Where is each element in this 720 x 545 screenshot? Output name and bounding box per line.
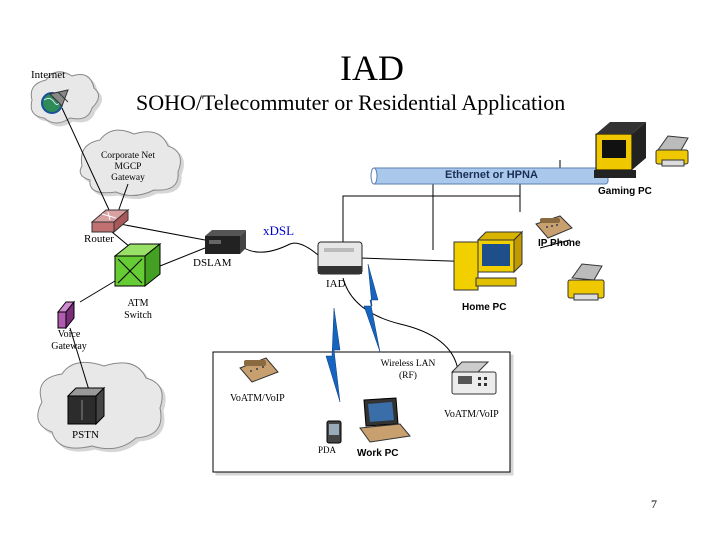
slide-subtitle: SOHO/Telecommuter or Residential Applica… [136,90,566,115]
page-number: 7 [651,497,657,511]
corporate-net-line: Corporate Net [100,151,156,161]
pstn-label: PSTN [72,429,99,441]
corporate-net-label: Corporate Net MGCP Gateway [90,151,166,184]
internet-label: Internet [31,69,66,81]
corporate-net-line: MGCP [114,162,142,172]
wireless-lan-line: Wireless LAN [380,359,436,369]
printer-icon [567,263,605,301]
lightning-icon [325,307,341,403]
corporate-net-line: Gateway [111,173,145,183]
corporate-net-cloud [79,129,181,196]
atm-switch-line: Switch [124,310,152,321]
phone-icon [239,357,279,383]
globe-icon [41,89,69,114]
dslam-icon [205,230,246,254]
router-label: Router [84,233,114,245]
voice-gateway-line: Voice [57,329,81,340]
lightning-icon [363,263,381,353]
dslam-label: DSLAM [193,257,232,269]
ethernet-bus-label: Ethernet or HPNA [445,169,538,181]
atm-switch-label: ATM Switch [118,298,158,322]
ip-phone-label: IP Phone [538,238,581,249]
home-pc-label: Home PC [462,302,507,313]
pda-icon [326,420,342,444]
wireless-lan-label: Wireless LAN (RF) [376,358,440,382]
phone-icon [535,215,573,239]
voice-gateway-label: Voice Gateway [47,329,91,353]
slide-title: IAD [340,48,404,88]
voice-gateway-icon [56,300,76,330]
iad-modem-icon [317,241,363,275]
gaming-pc-icon [594,122,646,178]
computer-icon [453,230,524,291]
iad-label: IAD [326,278,346,290]
wireless-lan-line: (RF) [399,371,417,381]
atm-switch-line: ATM [127,298,149,309]
router-icon [90,208,130,234]
laptop-icon [359,397,411,443]
atm-switch-icon [113,242,162,288]
pda-label: PDA [318,445,337,455]
voice-gateway-line: Gateway [51,341,87,352]
printer-icon [655,135,689,167]
gaming-pc-label: Gaming PC [598,186,652,197]
voatm-voip-right-label: VoATM/VoIP [444,409,499,420]
switch-box-icon [66,386,106,426]
work-pc-label: Work PC [357,448,399,459]
voatm-voip-left-label: VoATM/VoIP [230,393,285,404]
xdsl-label: xDSL [263,223,295,238]
fax-icon [450,361,497,395]
